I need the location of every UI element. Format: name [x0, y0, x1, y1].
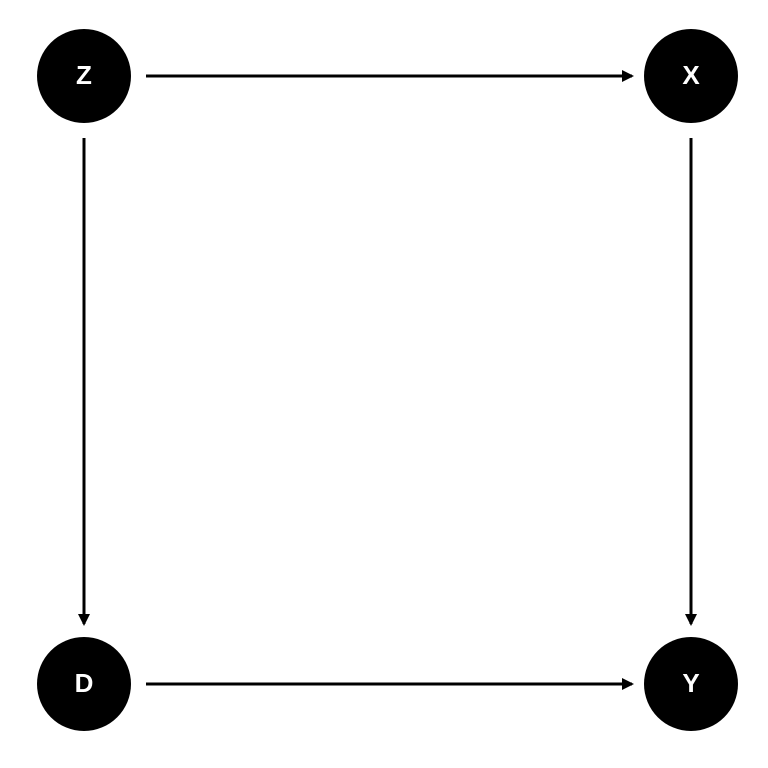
node-z-circle	[37, 29, 131, 123]
node-d-label: D	[75, 668, 94, 698]
node-x-label: X	[682, 60, 700, 90]
node-z: Z	[37, 29, 131, 123]
node-d-circle	[37, 637, 131, 731]
node-z-label: Z	[76, 60, 92, 90]
node-y-label: Y	[682, 668, 699, 698]
node-x-circle	[644, 29, 738, 123]
node-y: Y	[644, 637, 738, 731]
node-y-circle	[644, 637, 738, 731]
node-d: D	[37, 637, 131, 731]
node-x: X	[644, 29, 738, 123]
